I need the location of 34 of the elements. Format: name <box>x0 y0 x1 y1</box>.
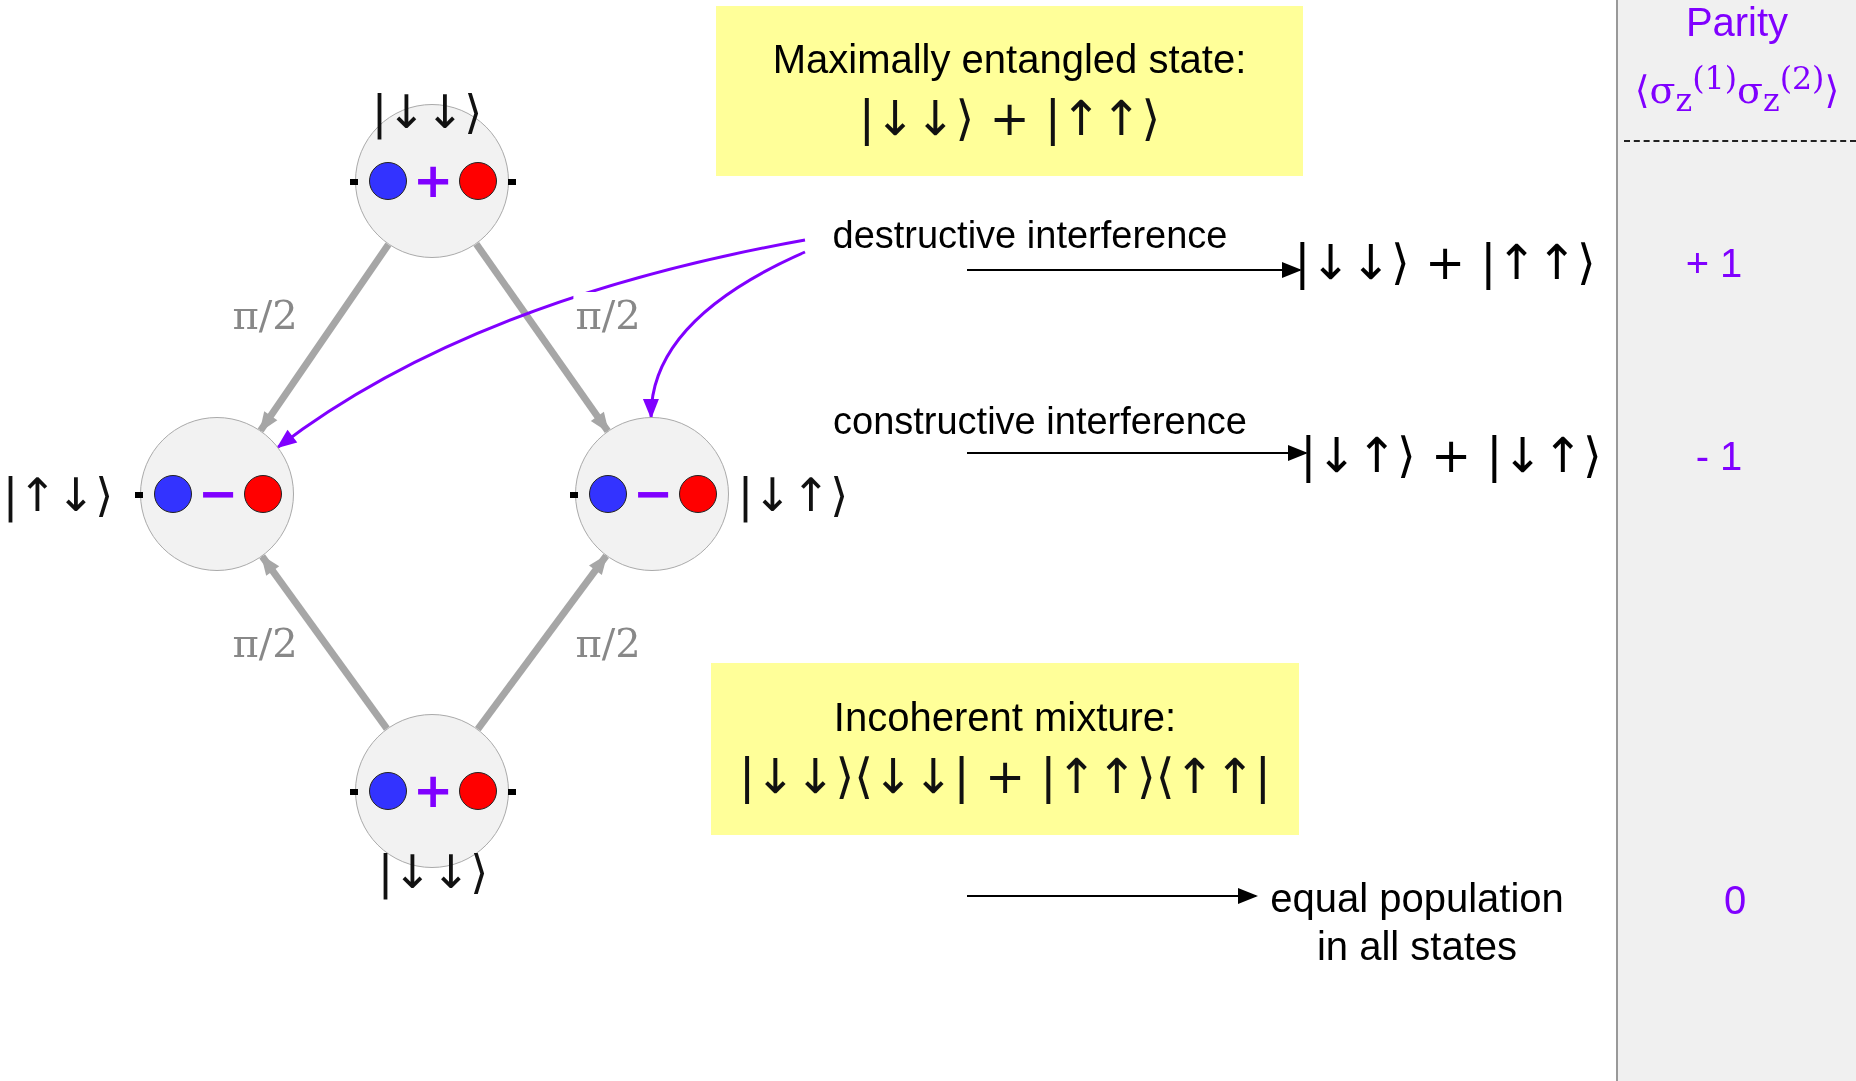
state-label: |↓↓⟩ <box>371 84 483 140</box>
parity-value: 0 <box>1723 877 1747 923</box>
parity-value: + 1 <box>1685 240 1743 286</box>
phase-sign: − <box>196 467 240 519</box>
parity-value: - 1 <box>1695 433 1743 479</box>
state-label: |↓↓⟩ <box>377 844 489 900</box>
arrow <box>966 445 1308 461</box>
box-heading: Maximally entangled state: <box>772 36 1247 82</box>
phase-sign: − <box>631 467 675 519</box>
phase-sign: + <box>411 154 455 206</box>
arrow <box>644 250 806 419</box>
arrow <box>966 888 1258 904</box>
state-formula: |↓↓⟩ + |↑↑⟩ <box>858 89 1161 146</box>
state-label: |↑↓⟩ <box>2 467 114 523</box>
phase-sign: + <box>411 764 455 816</box>
result-state: |↓↑⟩ + |↓↑⟩ <box>1306 425 1596 487</box>
result-state: |↓↓⟩ + |↑↑⟩ <box>1300 232 1590 294</box>
arrow <box>475 553 609 732</box>
highlight-box <box>716 6 1303 176</box>
column-heading: Parity <box>1684 0 1790 44</box>
highlight-box <box>711 663 1299 835</box>
arrow <box>473 242 611 433</box>
annotation-text: equal population in all states <box>1256 866 1578 978</box>
parity-panel <box>1616 0 1856 1081</box>
arrow <box>966 262 1302 278</box>
box-heading: Incoherent mixture: <box>833 694 1177 740</box>
arrow <box>276 238 806 449</box>
state-label: |↓↑⟩ <box>737 467 849 523</box>
arrow <box>257 242 392 433</box>
arrow <box>259 554 390 731</box>
parity-formula: ⟨σ$_{z}$$^{(1)}$σ$_{z}$$^{(2)}$⟩ <box>1633 60 1841 119</box>
annotation-text: destructive interference <box>805 202 1255 270</box>
annotation-text: constructive interference <box>805 390 1275 453</box>
state-formula: |↓↓⟩⟨↓↓| + |↑↑⟩⟨↑↑| <box>738 747 1272 804</box>
